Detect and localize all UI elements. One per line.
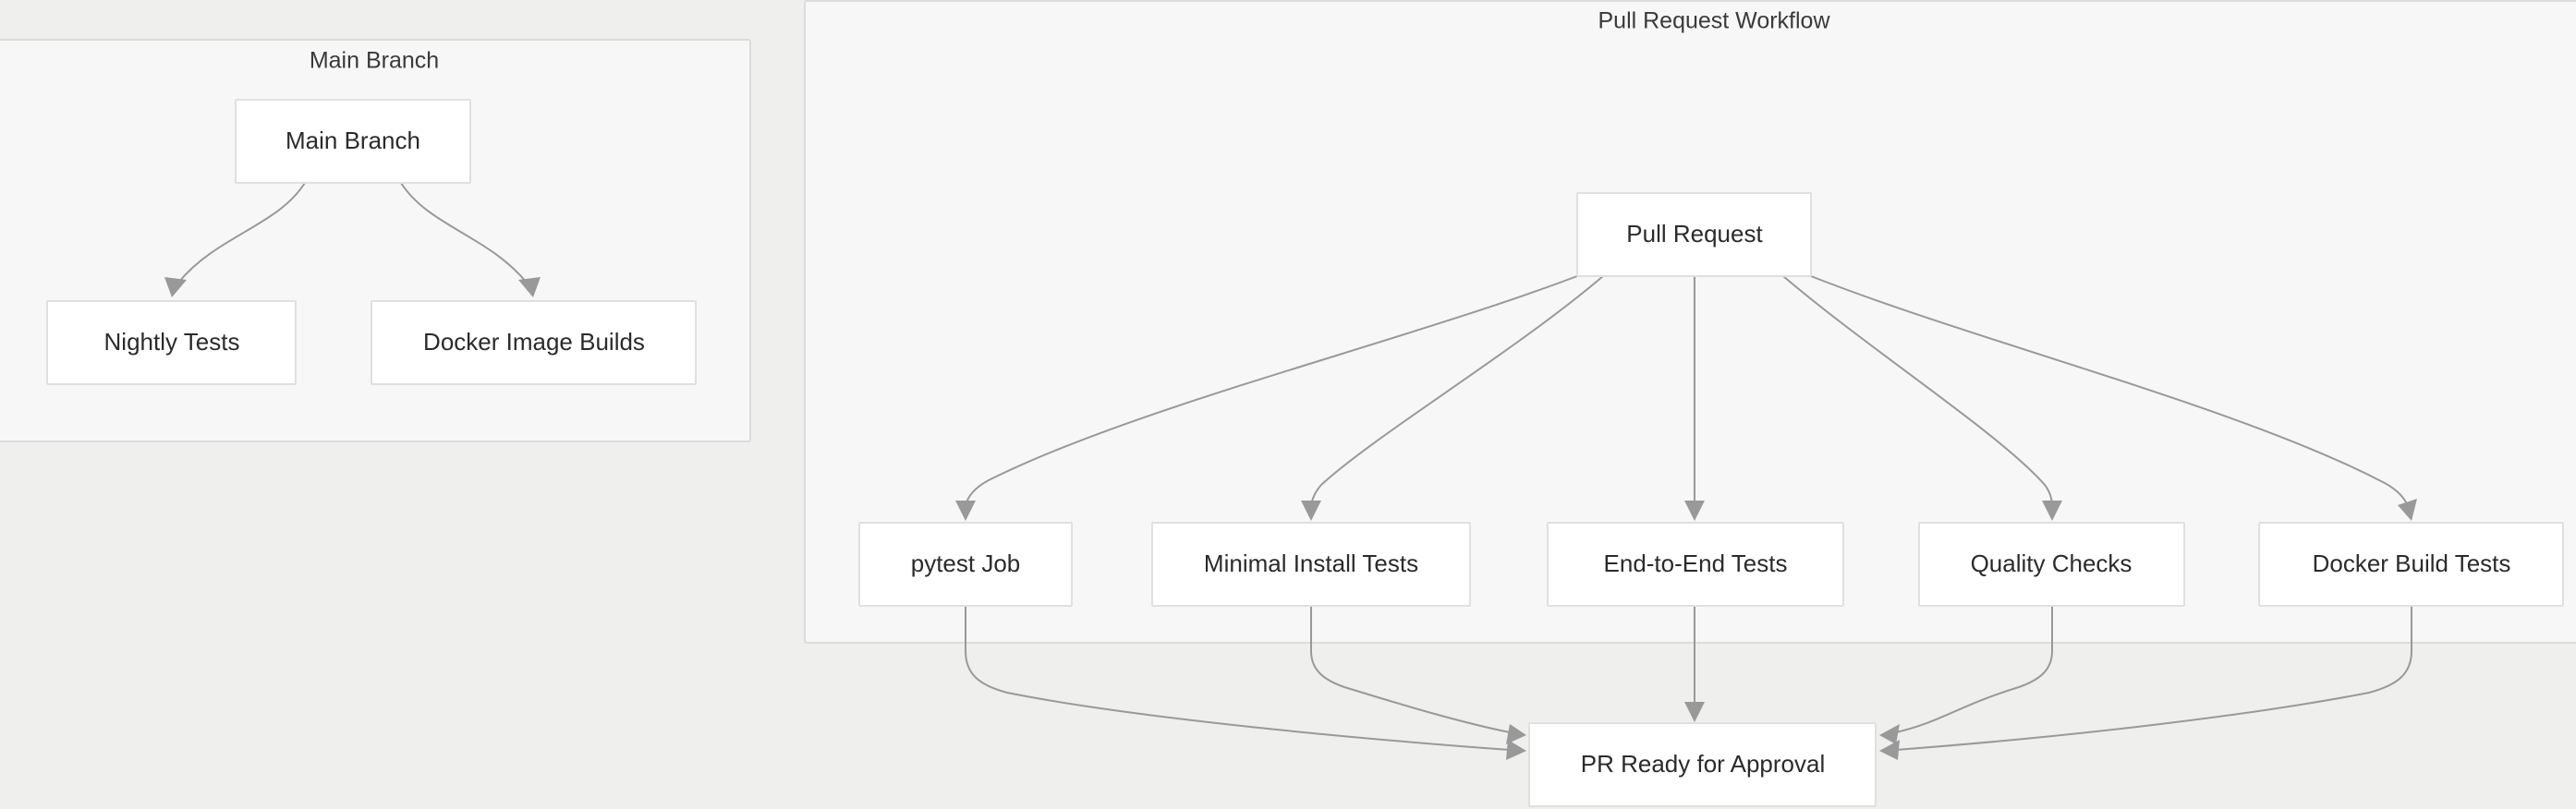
- edge-pull-request-to-end-to-end-tests: [1684, 276, 1705, 521]
- arrow-head-icon: [164, 277, 187, 297]
- arrow-head-icon: [1506, 724, 1526, 744]
- node-main-branch-label: Main Branch: [286, 127, 420, 154]
- cluster-pull-request-workflow-label: Pull Request Workflow: [1598, 8, 1830, 34]
- node-quality-checks-rect[interactable]: [1918, 522, 2185, 607]
- node-docker-image-builds-rect[interactable]: [371, 300, 697, 385]
- arrow-head-icon: [1684, 501, 1705, 521]
- node-end-to-end-tests-rect[interactable]: [1547, 522, 1844, 607]
- node-pull-request-rect[interactable]: [1576, 192, 1812, 277]
- edge-path: [177, 182, 306, 284]
- edge-pytest-job-to-pr-ready: [965, 606, 1526, 760]
- edge-path: [965, 606, 1511, 751]
- arrow-head-icon: [2398, 499, 2417, 521]
- arrow-head-icon: [955, 501, 976, 521]
- arrow-head-icon: [1506, 740, 1526, 760]
- node-nightly-tests[interactable]: Nightly Tests: [46, 300, 297, 385]
- node-pr-ready-for-approval-rect[interactable]: [1528, 722, 1877, 807]
- edge-end-to-end-tests-to-pr-ready: [1684, 606, 1705, 722]
- node-minimal-install-tests-rect[interactable]: [1151, 522, 1471, 607]
- edge-path: [1895, 606, 2412, 751]
- node-main-branch-rect[interactable]: [235, 99, 471, 184]
- edge-minimal-install-tests-to-pr-ready: [1310, 606, 1526, 744]
- node-docker-build-tests[interactable]: Docker Build Tests: [2258, 522, 2564, 607]
- node-pytest-job-label: pytest Job: [911, 549, 1021, 577]
- arrow-head-icon: [1879, 740, 1900, 760]
- node-docker-image-builds-label: Docker Image Builds: [423, 328, 645, 356]
- edge-path: [1810, 275, 2409, 507]
- node-minimal-install-tests[interactable]: Minimal Install Tests: [1151, 522, 1471, 607]
- arrow-head-icon: [1301, 501, 1321, 521]
- edge-path: [965, 275, 1578, 507]
- node-nightly-tests-rect[interactable]: [46, 300, 297, 385]
- arrow-head-icon: [518, 277, 541, 297]
- node-pytest-job[interactable]: pytest Job: [858, 522, 1073, 607]
- edge-path: [1895, 606, 2053, 733]
- node-pr-ready-for-approval[interactable]: PR Ready for Approval: [1528, 722, 1877, 807]
- edge-pull-request-to-docker-build-tests: [1810, 275, 2417, 521]
- node-pr-ready-for-approval-label: PR Ready for Approval: [1581, 750, 1825, 778]
- node-nightly-tests-label: Nightly Tests: [104, 328, 240, 356]
- edge-main-branch-to-docker-image-builds: [400, 182, 541, 297]
- cluster-main-branch-label: Main Branch: [310, 48, 439, 74]
- edge-path: [1310, 606, 1511, 733]
- node-end-to-end-tests-label: End-to-End Tests: [1604, 549, 1788, 577]
- node-end-to-end-tests[interactable]: End-to-End Tests: [1547, 522, 1844, 607]
- node-pytest-job-rect[interactable]: [858, 522, 1073, 607]
- arrow-head-icon: [1879, 724, 1900, 744]
- node-main-branch[interactable]: Main Branch: [235, 99, 471, 184]
- node-docker-build-tests-rect[interactable]: [2258, 522, 2564, 607]
- edge-docker-build-tests-to-pr-ready: [1879, 606, 2412, 760]
- node-quality-checks[interactable]: Quality Checks: [1918, 522, 2185, 607]
- node-docker-image-builds[interactable]: Docker Image Builds: [371, 300, 697, 385]
- edge-path: [400, 182, 528, 284]
- cluster-pull-request-workflow: Pull Request Workflow: [804, 0, 2576, 644]
- node-pull-request[interactable]: Pull Request: [1576, 192, 1812, 277]
- node-docker-build-tests-label: Docker Build Tests: [2313, 549, 2511, 577]
- edge-quality-checks-to-pr-ready: [1879, 606, 2053, 744]
- edge-main-branch-to-nightly-tests: [164, 182, 306, 297]
- arrow-head-icon: [1684, 702, 1705, 722]
- node-minimal-install-tests-label: Minimal Install Tests: [1204, 549, 1418, 577]
- edge-pull-request-to-quality-checks: [1782, 275, 2062, 521]
- cluster-pull-request-workflow-rect: [804, 0, 2576, 644]
- edge-pull-request-to-minimal-install-tests: [1301, 275, 1604, 521]
- edge-path: [1310, 275, 1604, 507]
- node-quality-checks-label: Quality Checks: [1971, 549, 2132, 577]
- edge-path: [1782, 275, 2053, 507]
- edge-pull-request-to-pytest-job: [955, 275, 1578, 521]
- node-pull-request-label: Pull Request: [1626, 220, 1763, 248]
- arrow-head-icon: [2042, 501, 2062, 521]
